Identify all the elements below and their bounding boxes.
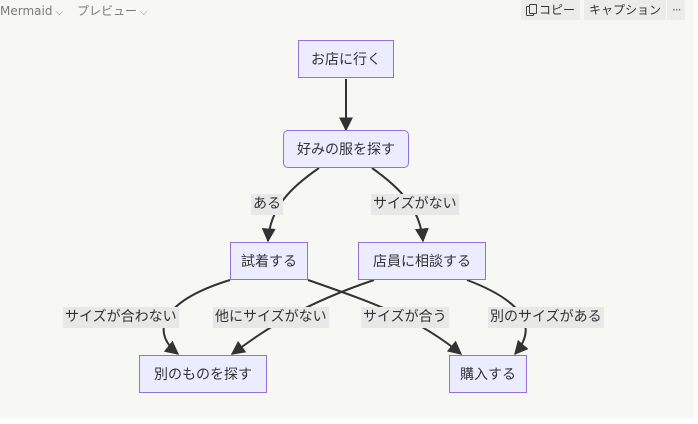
node-label: 別のものを探す [154, 367, 252, 383]
edge-label-other-size: 別のサイズがある [488, 307, 604, 328]
node-search-clothes: 好みの服を探す [283, 130, 409, 168]
edge-label-no-other-size: 他にサイズがない [213, 307, 329, 328]
node-try-on: 試着する [230, 242, 308, 280]
diagram-type-dropdown[interactable]: Mermaid⌵ [0, 2, 63, 20]
chevron-down-icon: ⌵ [55, 7, 64, 18]
copy-button[interactable]: コピー [521, 0, 581, 20]
edge-label-size-mismatch: サイズが合わない [63, 307, 179, 328]
diagram-type-label: Mermaid [0, 4, 53, 18]
edge-label-size-fits: サイズが合う [361, 307, 449, 328]
node-label: お店に行く [311, 52, 381, 68]
node-label: 店員に相談する [373, 254, 471, 270]
node-label: 購入する [460, 367, 516, 383]
node-go-to-store: お店に行く [298, 40, 394, 78]
node-label: 試着する [241, 254, 297, 270]
node-buy: 購入する [449, 355, 527, 393]
edge-search-to-try-on [261, 167, 320, 243]
more-icon: ··· [672, 3, 682, 17]
view-mode-label: プレビュー [77, 4, 138, 18]
more-options-button[interactable]: ··· [667, 0, 686, 20]
view-mode-dropdown[interactable]: プレビュー⌵ [77, 2, 148, 20]
node-label: 好みの服を探す [297, 142, 395, 158]
edge-label-found: ある [251, 194, 283, 215]
node-find-other: 別のものを探す [139, 355, 267, 393]
caption-button-label: キャプション [589, 3, 662, 17]
toolbar: Mermaid⌵ プレビュー⌵ コピー キャプション ··· [0, 0, 698, 22]
edge-label-no-size: サイズがない [371, 194, 459, 215]
copy-icon [526, 4, 537, 16]
copy-button-label: コピー [539, 3, 576, 17]
chevron-down-icon: ⌵ [140, 7, 148, 18]
node-consult-staff: 店員に相談する [358, 242, 486, 280]
caption-button[interactable]: キャプション [584, 0, 667, 20]
